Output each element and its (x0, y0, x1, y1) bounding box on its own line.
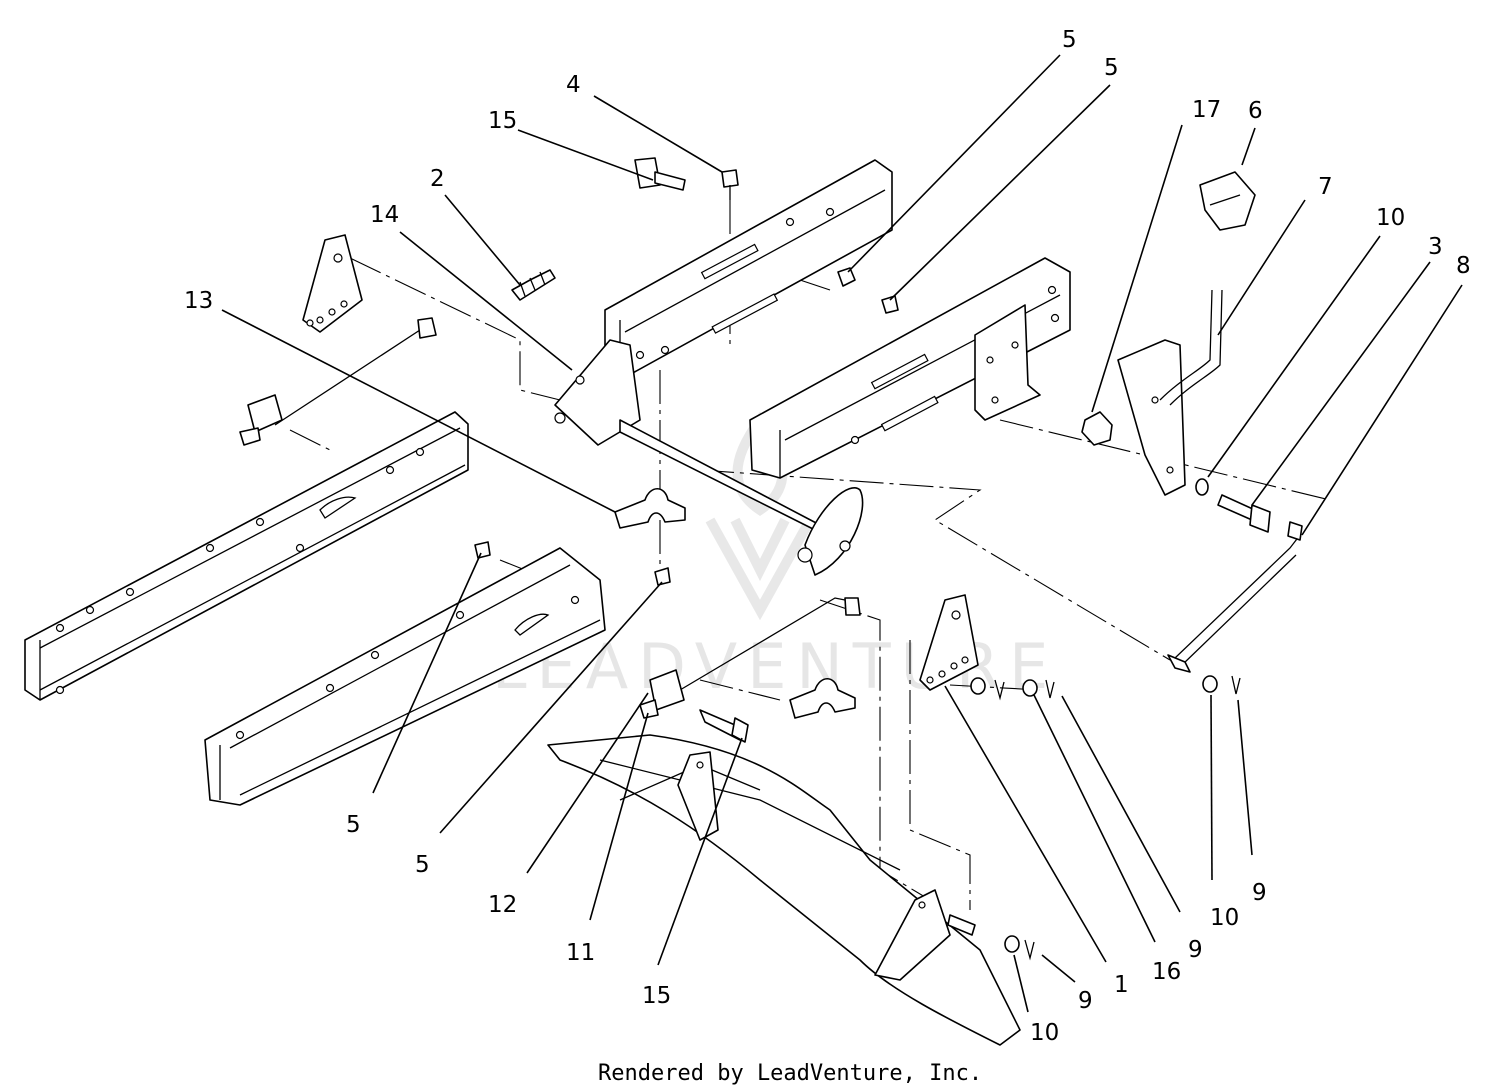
callout-17: 17 (1192, 97, 1221, 123)
washer-plate (970, 677, 986, 695)
callout-3: 3 (1428, 234, 1443, 260)
lever-knob (1199, 171, 1256, 231)
washer-16 (1022, 679, 1038, 697)
callout-4: 4 (566, 72, 581, 98)
callout-2: 2 (430, 166, 445, 192)
washer-link (1202, 675, 1218, 693)
spacer (1081, 411, 1113, 446)
callout-11: 11 (566, 940, 595, 966)
right-link-rod (1167, 521, 1303, 673)
lower-left-rail (204, 547, 606, 806)
nut-center (654, 567, 671, 586)
callout-5-center: 5 (415, 852, 430, 878)
callout-10-top: 10 (1376, 205, 1405, 231)
cross-shaft (554, 339, 864, 576)
left-frame-rail (24, 411, 469, 701)
callout-1: 1 (1114, 972, 1129, 998)
hairpin-4 (1024, 939, 1035, 961)
lever-bracket (1117, 289, 1223, 496)
callout-9-a: 9 (1188, 937, 1203, 963)
nut-left (474, 541, 491, 559)
callout-5-top-a: 5 (1062, 27, 1077, 53)
callout-14: 14 (370, 202, 399, 228)
lower-shoulder-bolt (699, 709, 749, 743)
left-lift-plate (302, 234, 363, 333)
mower-deck (547, 734, 1021, 1046)
callout-16: 16 (1152, 959, 1181, 985)
callout-13: 13 (184, 288, 213, 314)
callout-5-left: 5 (346, 812, 361, 838)
mount-bracket (974, 304, 1041, 421)
callout-10-right: 10 (1210, 905, 1239, 931)
hairpin-1 (994, 679, 1005, 701)
carriage-bolt-top (721, 169, 739, 200)
callout-15-bottom: 15 (642, 983, 671, 1009)
callout-10-bottom: 10 (1030, 1020, 1059, 1046)
nut-right (881, 295, 899, 314)
hex-bolt (1217, 494, 1271, 533)
nut-upper-right (837, 267, 856, 287)
washer-lower (1004, 935, 1020, 953)
hairpin-2 (1045, 679, 1055, 699)
callout-7: 7 (1318, 174, 1333, 200)
clamp-bracket-upper (614, 487, 686, 529)
callout-6: 6 (1248, 98, 1263, 124)
leader-lines (221, 54, 1463, 1013)
left-adjuster-rod (239, 317, 437, 446)
callout-labels: 4 15 2 14 13 5 5 17 6 7 10 3 8 5 5 12 11… (184, 27, 1471, 1046)
shoulder-bolt-top (634, 157, 686, 191)
washer-upper (1195, 478, 1209, 496)
callout-9-b: 9 (1252, 880, 1267, 906)
right-frame-rail (749, 257, 1071, 479)
spring (511, 269, 556, 301)
lower-adjuster-rod (639, 597, 861, 719)
callout-9-c: 9 (1078, 988, 1093, 1014)
callout-12: 12 (488, 892, 517, 918)
callout-5-top-b: 5 (1104, 55, 1119, 81)
callout-15-top: 15 (488, 108, 517, 134)
hairpin-3 (1231, 675, 1241, 695)
callout-8: 8 (1456, 253, 1471, 279)
right-lift-plate (919, 594, 979, 691)
footer-credit: Rendered by LeadVenture, Inc. (598, 1061, 982, 1086)
clamp-bracket-lower (789, 677, 856, 719)
upper-center-rail (604, 159, 893, 381)
